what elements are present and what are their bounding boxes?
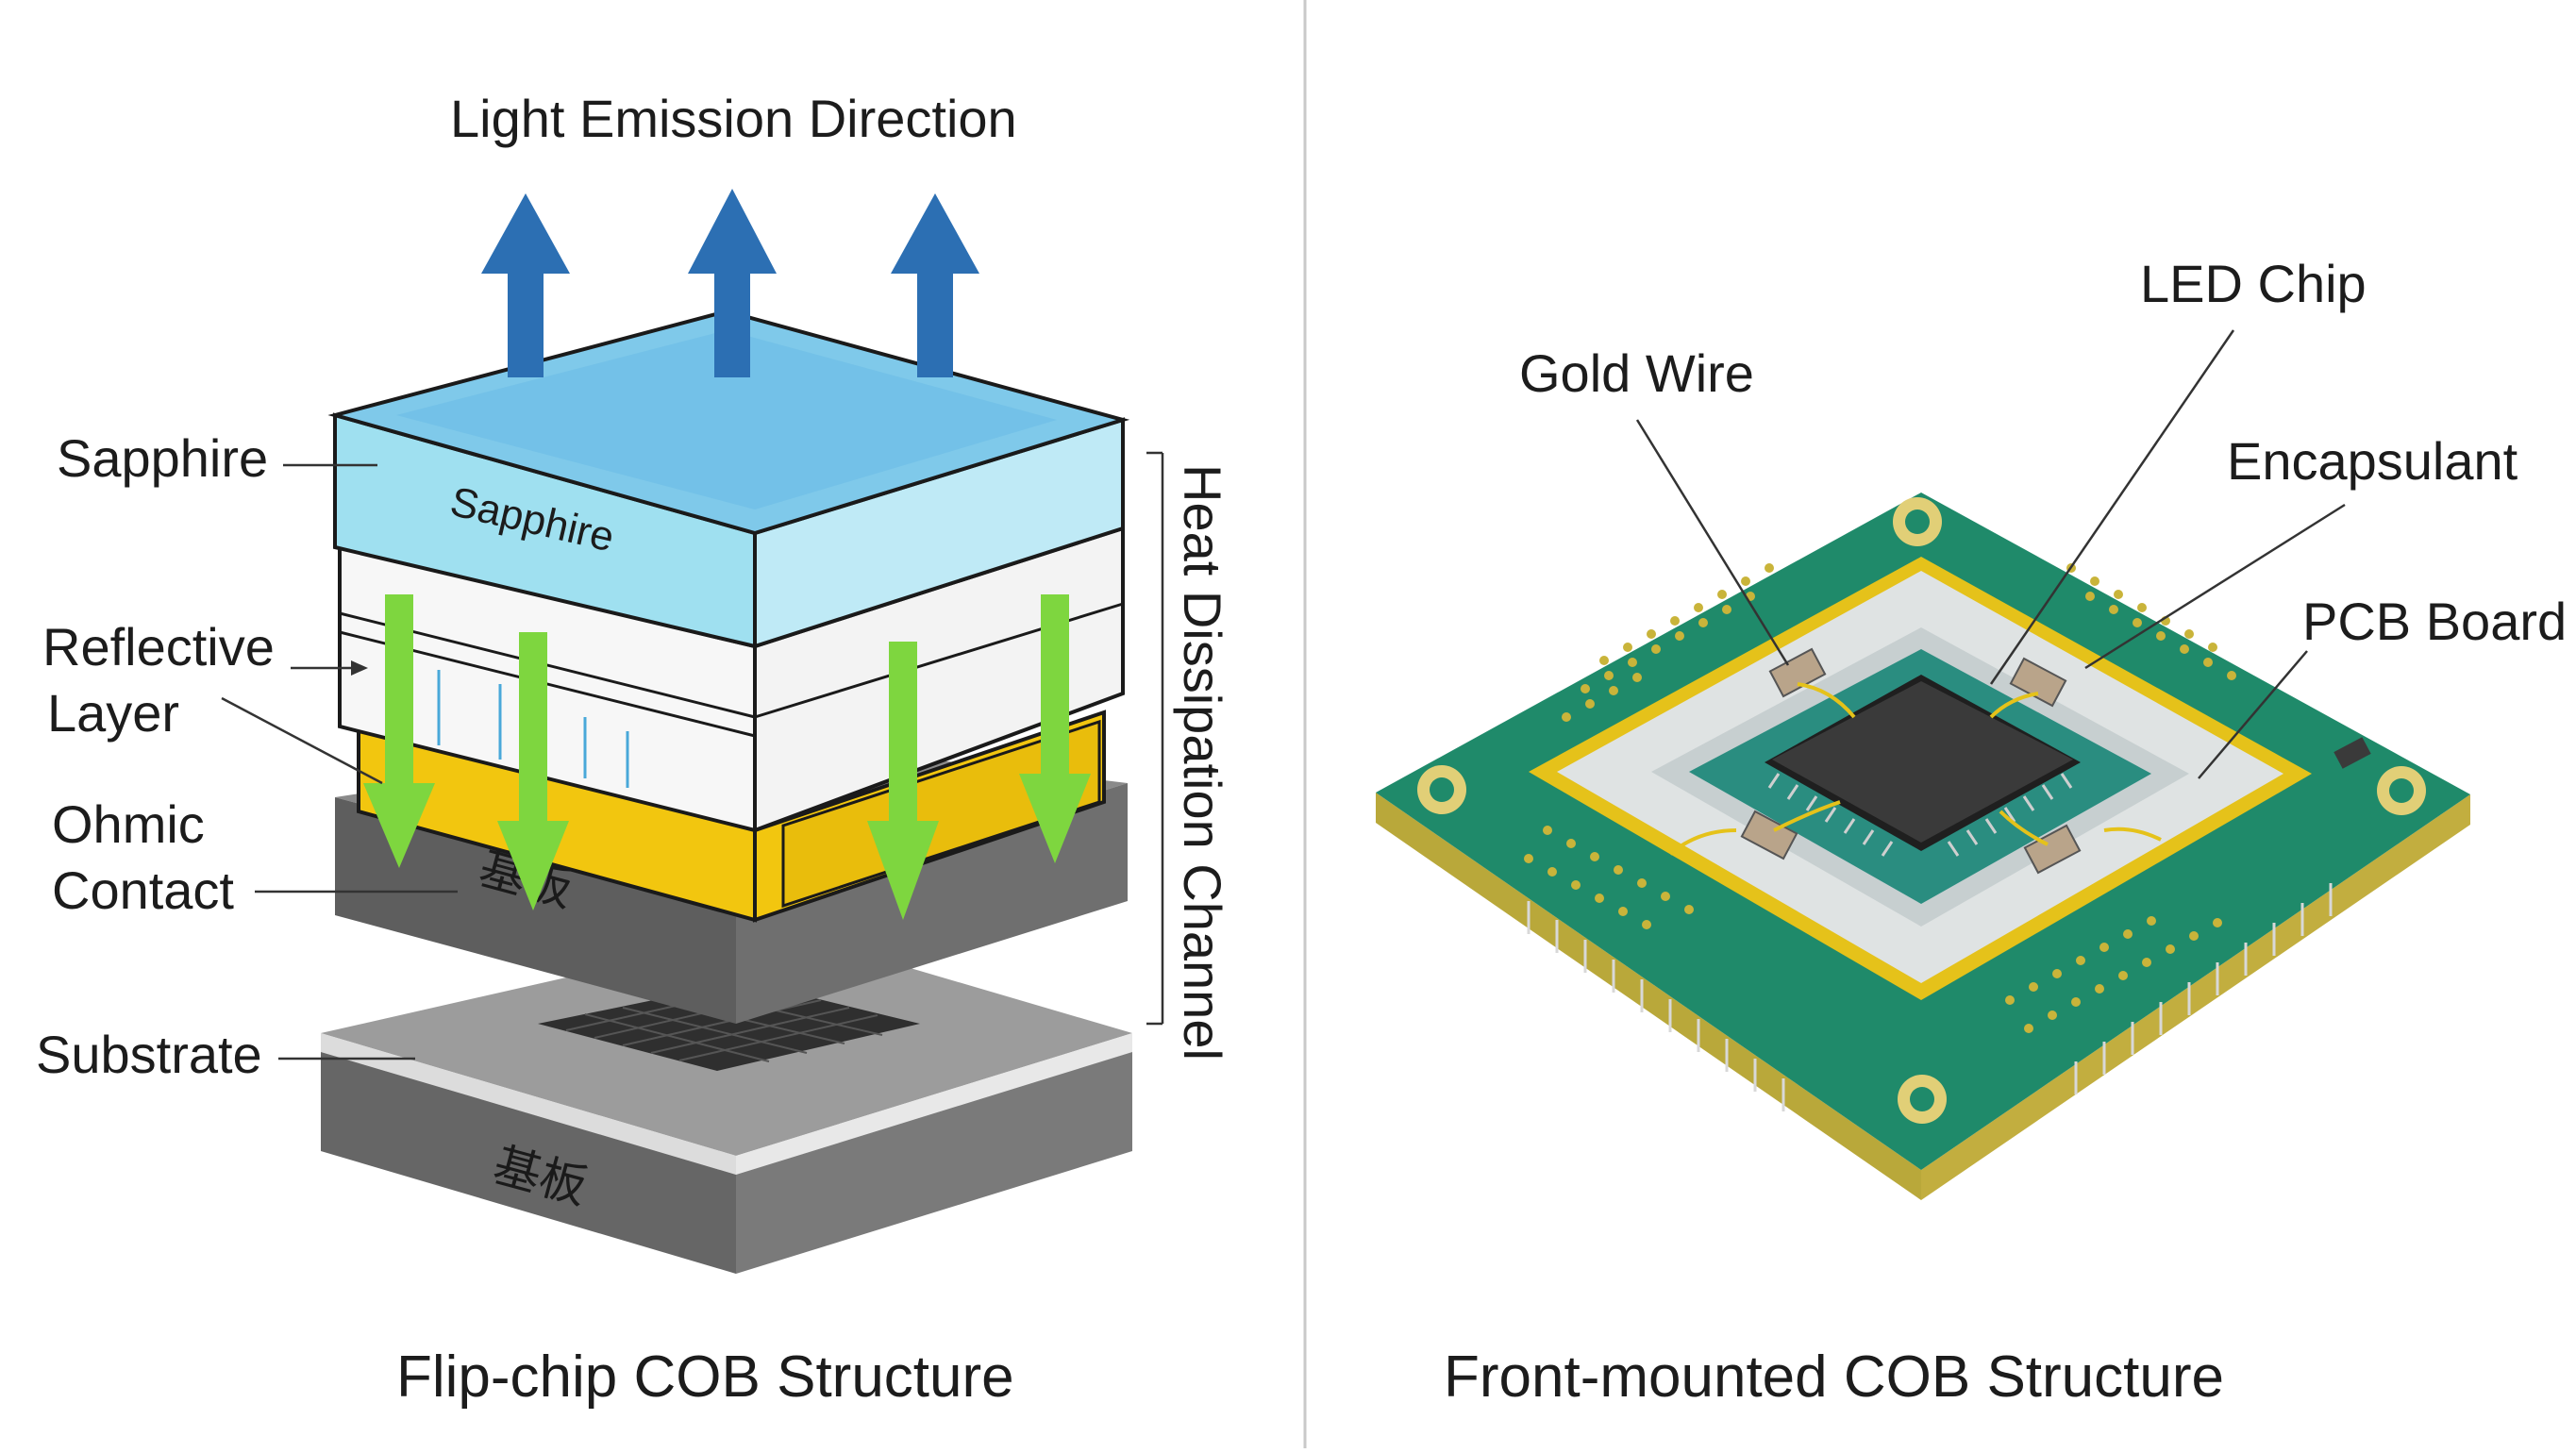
- light-emission-label: Light Emission Direction: [450, 89, 1017, 148]
- reflective-label-line2: Layer: [47, 683, 179, 743]
- encapsulant-label: Encapsulant: [2227, 431, 2518, 491]
- emission-arrow: [688, 189, 777, 377]
- smd-component: [2333, 737, 2371, 769]
- led-chip-label: LED Chip: [2140, 254, 2367, 313]
- ohmic-label-line1: Ohmic: [52, 794, 205, 854]
- heat-arrow: [867, 642, 939, 920]
- heat-channel-bracket: [1146, 451, 1164, 1026]
- front-mounted-caption: Front-mounted COB Structure: [1444, 1344, 2224, 1410]
- substrate-block: 基板: [321, 929, 1132, 1274]
- pcb-mounting-holes: [1417, 497, 2426, 1124]
- pcb-board-leader: [2198, 650, 2308, 779]
- sapphire-label: Sapphire: [57, 428, 268, 488]
- heat-dissipation-label: Heat Dissipation Channel: [1173, 464, 1232, 1061]
- gold-wire-label: Gold Wire: [1519, 343, 1754, 403]
- chip-pins: [1767, 773, 2073, 857]
- substrate-mesh: [538, 981, 920, 1071]
- bond-pad: [2023, 824, 2082, 875]
- reflective-label-line1: Reflective: [42, 617, 275, 676]
- emission-arrows: [481, 189, 979, 377]
- reflective-leader-line-2: [221, 696, 383, 785]
- substrate-label: Substrate: [36, 1025, 262, 1084]
- gold-wire-leader: [1635, 419, 1790, 666]
- light-ray-arrows: [437, 670, 629, 788]
- gold-wires: [1668, 682, 2162, 856]
- pcb-board-label: PCB Board: [2302, 592, 2567, 651]
- heat-arrow: [363, 594, 435, 868]
- pcb-edge-right: [1921, 794, 2470, 1200]
- heat-arrows: [363, 594, 1091, 920]
- front-mounted-diagram: LED Chip Gold Wire Encapsulant PCB Board…: [1376, 254, 2567, 1410]
- flip-chip-diagram: 基板 基板: [36, 89, 1232, 1410]
- pcb-edge-pins: [1527, 883, 2333, 1111]
- led-chip: [1765, 675, 2081, 857]
- heat-arrow: [497, 632, 569, 910]
- reflective-leader-arrowhead: [351, 660, 368, 676]
- ohmic-label-line2: Contact: [52, 860, 234, 920]
- heat-arrow: [1019, 594, 1091, 863]
- bond-pad: [1740, 810, 1798, 860]
- led-chip-leader: [1989, 329, 2235, 685]
- emission-arrow: [481, 193, 570, 377]
- encapsulant-leader: [2084, 503, 2346, 670]
- bond-components: [1740, 647, 2082, 875]
- emission-arrow: [891, 193, 979, 377]
- flip-chip-caption: Flip-chip COB Structure: [396, 1344, 1014, 1410]
